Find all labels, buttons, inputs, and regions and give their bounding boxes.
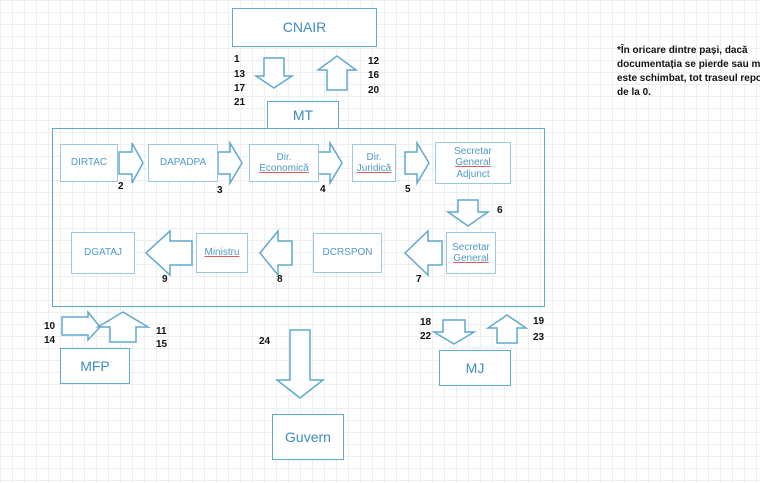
step-label: 19 [533, 316, 545, 327]
node-dir-juridica: Dir. Juridică [352, 144, 396, 182]
node-label: MT [292, 106, 314, 123]
arrow-from-mfp [95, 311, 151, 343]
step-label: 15 [156, 339, 168, 350]
arrow-step-4 [317, 140, 343, 186]
arrow-step-6 [445, 199, 491, 227]
node-label: DCRSPON [322, 247, 373, 259]
node-secretar-general-adjunct: Secretar General Adjunct [435, 142, 511, 184]
step-label: 7 [416, 274, 422, 285]
node-label: CNAIR [282, 19, 327, 36]
node-label-line: General [455, 157, 491, 169]
node-ministru: Ministru [196, 233, 248, 273]
node-label-line: Dir. [276, 151, 292, 163]
arrow-to-mfp [61, 309, 101, 342]
arrow-mt-to-cnair [315, 55, 359, 91]
node-label-line: Economică [259, 163, 309, 174]
step-label: 11 [156, 326, 167, 337]
node-mj: MJ [439, 350, 511, 386]
step-label: 12 [368, 56, 380, 67]
node-secretar-general: Secretar General [446, 232, 496, 274]
arrow-to-mj [431, 319, 477, 345]
arrow-step-8 [259, 228, 293, 278]
step-label: 22 [420, 331, 432, 342]
node-label-line: Adjunct [456, 168, 490, 180]
arrow-from-mj [485, 314, 529, 344]
arrow-step-3 [217, 140, 243, 186]
node-dirtac: DIRTAC [60, 144, 118, 182]
step-label: 16 [368, 70, 380, 81]
node-dcrspon: DCRSPON [313, 233, 382, 273]
node-label: DAPADPA [159, 157, 207, 169]
node-label-line: Secretar [454, 145, 492, 157]
arrow-to-guvern [274, 329, 326, 399]
step-label: 24 [259, 336, 271, 347]
step-label: 8 [277, 274, 283, 285]
step-label: 3 [217, 185, 223, 196]
node-cnair: CNAIR [232, 8, 377, 47]
node-label-line: Dir. [366, 151, 382, 163]
node-mt: MT [267, 101, 339, 129]
node-label: DGATAJ [84, 247, 122, 259]
node-mfp: MFP [60, 348, 130, 384]
node-label: MJ [465, 359, 485, 376]
note-line: *În oricare dintre pași, dacă [617, 45, 748, 56]
step-label: 6 [497, 205, 503, 216]
arrow-step-7 [403, 229, 443, 277]
node-label-line: Secretar [452, 241, 490, 253]
note-line: de la 0. [617, 87, 651, 98]
node-dgataj: DGATAJ [71, 232, 135, 274]
node-label-line: General [453, 253, 489, 264]
arrow-step-9 [144, 229, 193, 277]
node-label: DIRTAC [70, 157, 108, 169]
step-label: 10 [44, 321, 56, 332]
step-label: 4 [320, 184, 326, 195]
step-label: 20 [368, 85, 380, 96]
node-label: MFP [80, 357, 110, 374]
arrow-step-5 [404, 140, 430, 186]
step-label: 2 [118, 181, 124, 192]
step-label: 5 [405, 184, 411, 195]
node-dapadpa: DAPADPA [148, 144, 218, 182]
step-label: 13 [234, 69, 246, 80]
node-dir-economica: Dir. Economică [249, 144, 319, 182]
note-line: documentația se pierde sau m [617, 59, 760, 70]
step-label: 18 [420, 317, 432, 328]
node-label: Ministru [204, 247, 240, 259]
arrow-step-2 [118, 142, 144, 184]
step-label: 14 [44, 335, 56, 346]
arrow-cnair-to-mt [253, 57, 295, 89]
step-label: 23 [533, 332, 545, 343]
node-label: Guvern [285, 428, 331, 445]
step-label: 1 [234, 54, 240, 65]
step-label: 21 [234, 97, 246, 108]
node-label-line: Juridică [356, 163, 392, 174]
step-label: 9 [162, 274, 168, 285]
note-line: este schimbat, tot traseul repo [617, 73, 760, 84]
note-text: *În oricare dintre pași, dacă documentaț… [617, 44, 760, 100]
node-guvern: Guvern [272, 414, 344, 460]
step-label: 17 [234, 83, 246, 94]
